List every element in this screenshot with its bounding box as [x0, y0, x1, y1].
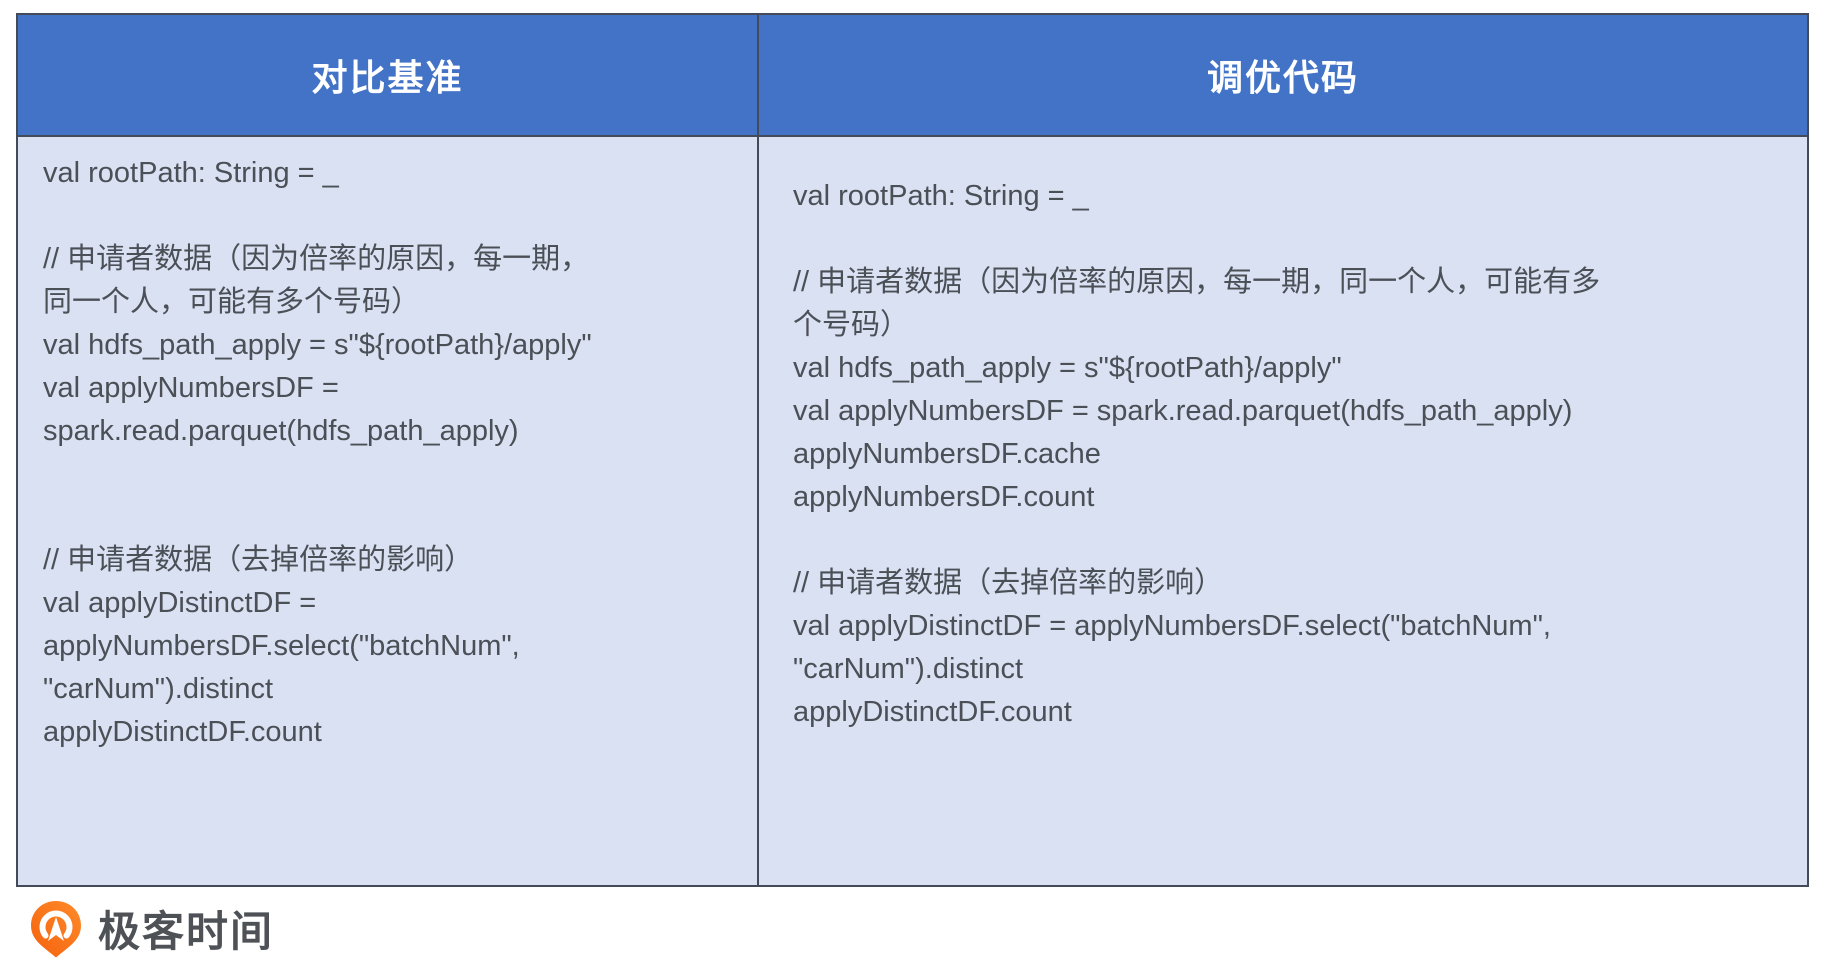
- comparison-table: 对比基准 调优代码 val rootPath: String = _ // 申请…: [16, 13, 1809, 887]
- code-cell-baseline: val rootPath: String = _ // 申请者数据（因为倍率的原…: [18, 137, 759, 885]
- column-header-baseline: 对比基准: [18, 15, 759, 137]
- brand-footer: 极客时间: [28, 898, 274, 959]
- brand-name: 极客时间: [98, 908, 275, 955]
- column-header-tuned: 调优代码: [759, 15, 1807, 137]
- geektime-logo-icon: [31, 900, 81, 957]
- code-cell-tuned: val rootPath: String = _ // 申请者数据（因为倍率的原…: [759, 137, 1807, 885]
